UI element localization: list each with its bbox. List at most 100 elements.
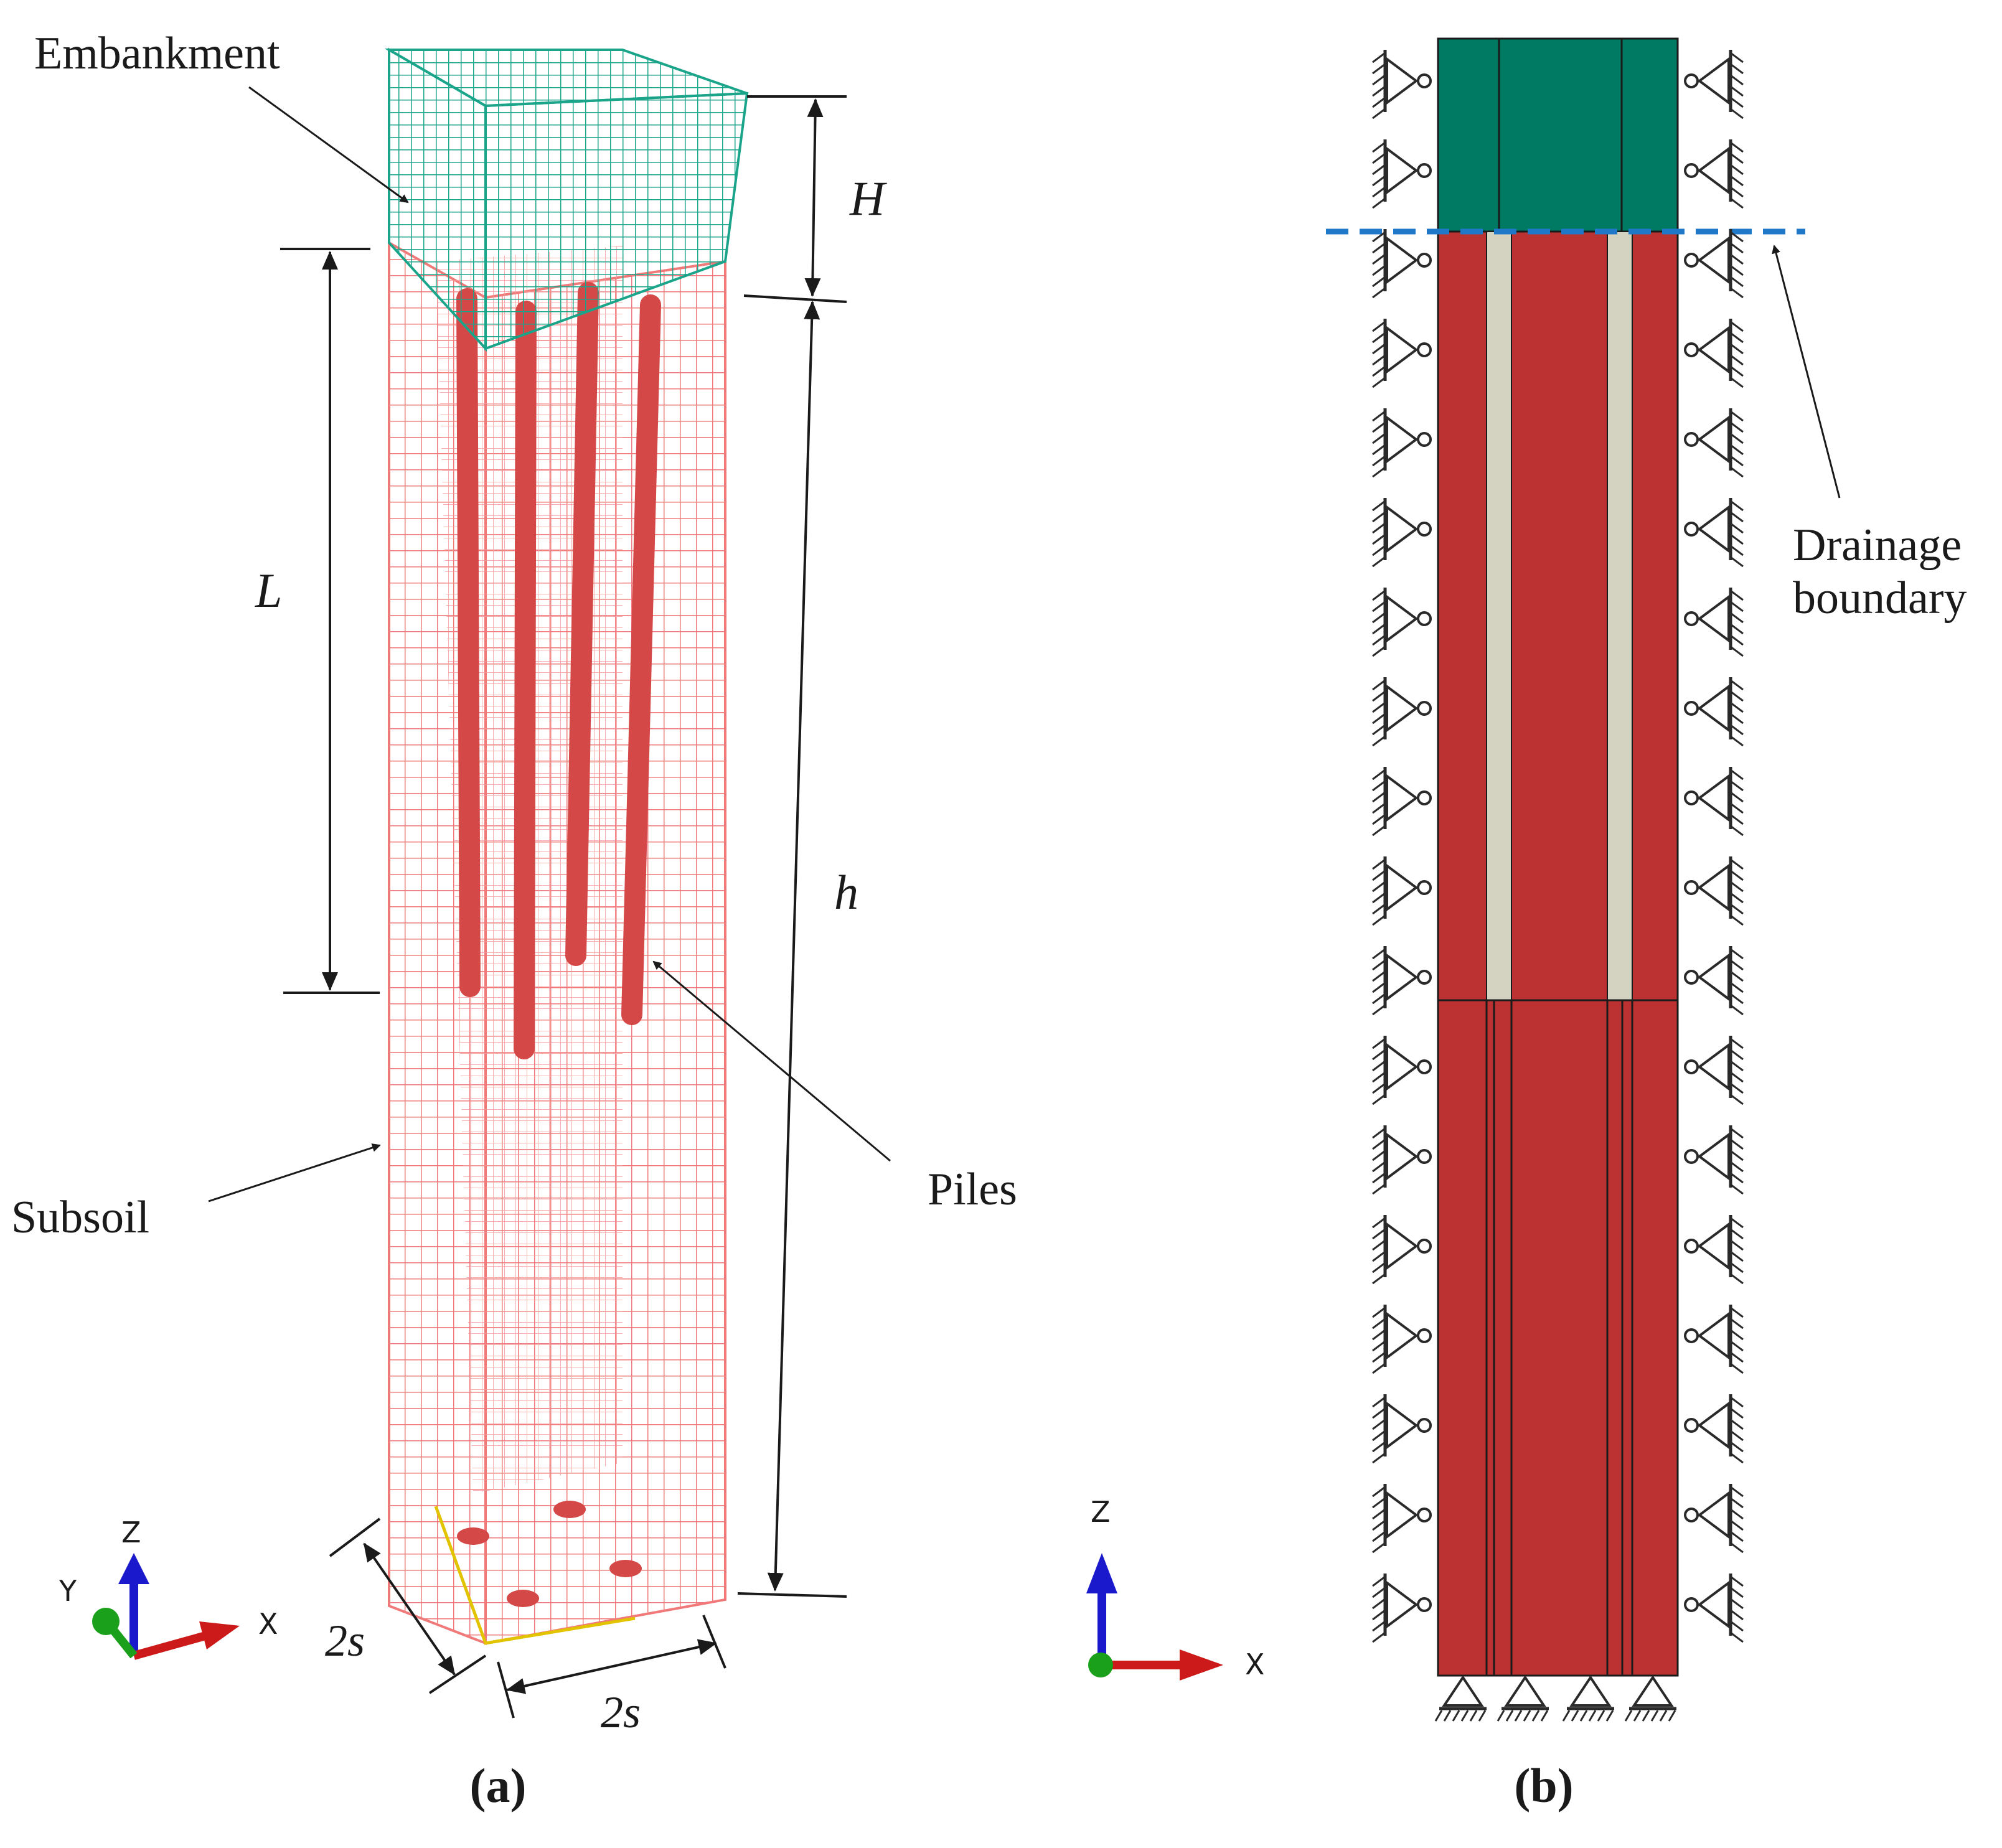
axes-triad-a: Z Y X	[59, 1516, 278, 1660]
dim-2s-left-tick-a	[329, 1517, 381, 1557]
roller-support	[1372, 229, 1432, 299]
y-axis-origin	[1088, 1653, 1113, 1677]
embankment-inner-box	[492, 124, 679, 230]
pile	[621, 294, 661, 1025]
piles-label: Piles	[928, 1164, 1017, 1215]
dim-2s-left-label: 2s	[325, 1616, 365, 1666]
embankment-section	[1437, 37, 1679, 233]
drainage-label-line2: boundary	[1793, 573, 1967, 624]
drainage-leader	[1772, 245, 1841, 499]
axis-z-label: Z	[121, 1516, 141, 1549]
roller-support	[1684, 229, 1744, 299]
x-axis-arrow	[133, 1631, 207, 1660]
roller-support	[1372, 1574, 1432, 1643]
roller-support	[1684, 588, 1744, 657]
dim-2s-right-tick-a	[497, 1661, 515, 1719]
pile	[456, 288, 481, 997]
roller-support	[1684, 677, 1744, 747]
dim-H-line	[804, 98, 824, 297]
pile	[514, 301, 537, 1059]
dim-2s-right-label: 2s	[601, 1687, 641, 1737]
roller-supports-left	[1372, 50, 1432, 1643]
roller-support	[1372, 319, 1432, 388]
pile-section-right	[1607, 231, 1633, 1001]
pile-foot	[609, 1560, 642, 1577]
roller-support	[1684, 319, 1744, 388]
dim-2s-left-line	[363, 1542, 456, 1676]
roller-support	[1372, 50, 1432, 120]
pin-support	[1624, 1675, 1676, 1722]
axis-x-label: X	[1245, 1648, 1265, 1681]
z-axis-head	[1086, 1553, 1117, 1593]
roller-support	[1372, 1036, 1432, 1105]
roller-support	[1684, 1305, 1744, 1374]
axis-y-label: Y	[59, 1574, 77, 1608]
dim-H-label: H	[849, 171, 887, 225]
embankment-label: Embankment	[34, 28, 280, 79]
dim-2s-right-line	[506, 1639, 717, 1694]
embankment-leader	[248, 86, 409, 204]
pile-section-left	[1486, 231, 1512, 1001]
subsoil-section-lower	[1437, 999, 1679, 1677]
x-axis-head	[199, 1621, 240, 1649]
roller-support	[1372, 1305, 1432, 1374]
panel-a-model	[384, 47, 749, 1645]
roller-support	[1684, 1036, 1744, 1105]
dim-2s-right-tick-b	[702, 1615, 726, 1669]
panel-b-model	[1326, 37, 1805, 1677]
pin-supports-bottom	[1434, 1675, 1676, 1722]
roller-support	[1372, 139, 1432, 209]
axis-z-label: Z	[1091, 1495, 1111, 1529]
roller-support	[1684, 1574, 1744, 1643]
dim-2s-left-tick-b	[428, 1654, 487, 1694]
pile-foot	[457, 1527, 489, 1545]
dim-h-label: h	[834, 865, 858, 919]
axes-triad-b: Z X	[1086, 1495, 1265, 1681]
panel-a-annotations: Embankment Subsoil Piles H L h 2s 2s	[11, 28, 1017, 1813]
pin-support	[1562, 1675, 1614, 1722]
panel-b-annotations: Drainage boundary Z X (b)	[1086, 245, 1967, 1813]
subsoil-leader	[208, 1143, 381, 1203]
pin-support	[1497, 1675, 1549, 1722]
roller-support	[1372, 856, 1432, 926]
roller-support	[1372, 1484, 1432, 1554]
roller-support	[1372, 946, 1432, 1016]
caption-a: (a)	[470, 1758, 527, 1813]
subsoil-section-upper	[1437, 230, 1679, 1001]
caption-b: (b)	[1514, 1758, 1573, 1813]
x-axis-head	[1180, 1649, 1223, 1681]
pile-foot	[553, 1501, 586, 1518]
pile	[565, 282, 599, 966]
roller-support	[1684, 1125, 1744, 1195]
dim-h-tick-bottom	[737, 1592, 847, 1598]
roller-supports-right	[1684, 50, 1744, 1643]
roller-support	[1372, 408, 1432, 478]
roller-support	[1372, 1215, 1432, 1285]
pin-support	[1434, 1675, 1487, 1722]
subsoil-label: Subsoil	[11, 1192, 149, 1243]
roller-support	[1372, 1125, 1432, 1195]
roller-support	[1684, 498, 1744, 568]
roller-support	[1684, 50, 1744, 120]
drainage-label-line1: Drainage	[1793, 520, 1962, 571]
roller-support	[1684, 408, 1744, 478]
dim-L-label: L	[255, 563, 282, 617]
roller-support	[1372, 588, 1432, 657]
roller-support	[1372, 498, 1432, 568]
dim-H-tick-bottom	[743, 294, 847, 303]
roller-support	[1684, 139, 1744, 209]
pile-foot	[507, 1590, 539, 1607]
roller-support	[1684, 1394, 1744, 1464]
roller-support	[1684, 767, 1744, 837]
roller-support	[1684, 1484, 1744, 1554]
piles-group	[456, 282, 661, 1607]
roller-support	[1684, 946, 1744, 1016]
y-axis-head	[92, 1608, 120, 1635]
axis-x-label: X	[258, 1607, 278, 1641]
z-axis-head	[118, 1553, 149, 1584]
roller-support	[1684, 856, 1744, 926]
roller-support	[1684, 1215, 1744, 1285]
dim-h-line	[767, 301, 820, 1592]
roller-support	[1372, 677, 1432, 747]
